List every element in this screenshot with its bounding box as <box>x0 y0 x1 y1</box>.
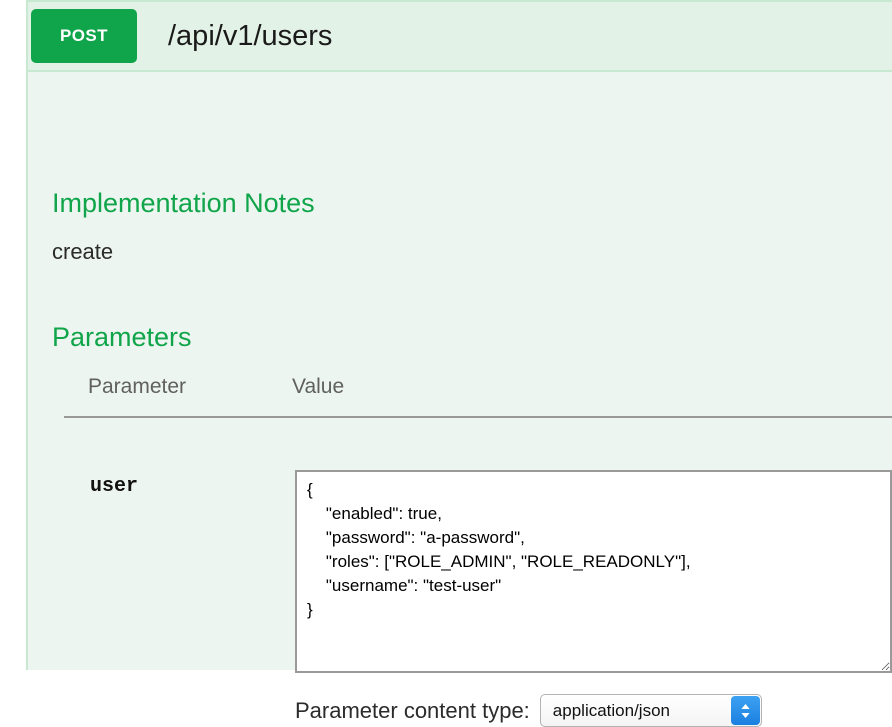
content-type-row: Parameter content type: application/json <box>295 694 762 727</box>
parameter-value-cell <box>295 470 892 673</box>
parameters-table-header: Parameter Value <box>64 372 892 418</box>
implementation-notes-text: create <box>52 239 114 264</box>
operation-heading[interactable]: POST /api/v1/users <box>28 0 892 72</box>
parameters-title: Parameters <box>52 322 192 352</box>
content-type-label: Parameter content type: <box>295 697 530 723</box>
parameters-table: Parameter Value user Parameter content t… <box>64 372 892 727</box>
column-header-parameter: Parameter <box>88 375 187 398</box>
implementation-notes-title: Implementation Notes <box>52 188 315 218</box>
content-type-select[interactable]: application/json <box>539 694 762 727</box>
http-method-badge: POST <box>31 9 137 63</box>
column-header-value: Value <box>292 375 345 398</box>
operation-content: Implementation Notes create Parameters P… <box>28 72 892 727</box>
operation-path: /api/v1/users <box>168 19 333 52</box>
table-row: user Parameter content type: application… <box>64 418 892 727</box>
parameter-name-user: user <box>90 475 139 498</box>
operation-block: POST /api/v1/users Implementation Notes … <box>26 0 892 727</box>
swagger-operation-page: POST /api/v1/users Implementation Notes … <box>26 0 892 727</box>
content-type-select-wrapper[interactable]: application/json <box>539 694 762 727</box>
parameter-value-textarea[interactable] <box>295 470 892 673</box>
